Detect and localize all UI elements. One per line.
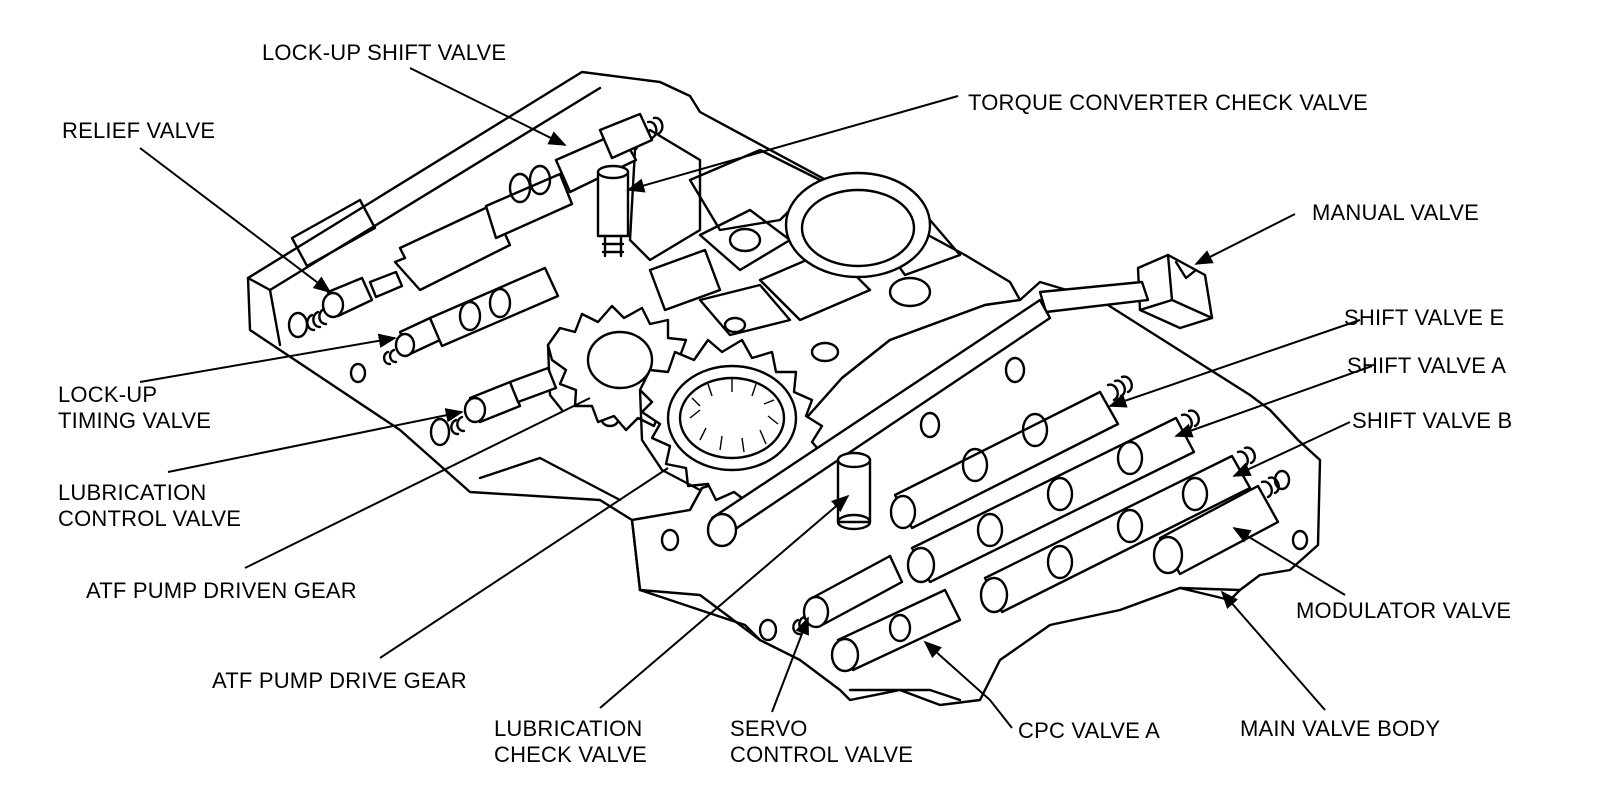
leader-lock-up-timing-valve <box>139 333 397 383</box>
leader-lubrication-control-valve <box>167 408 464 473</box>
label-line: CHECK VALVE <box>494 742 647 767</box>
lock-up-timing-valve <box>382 266 560 366</box>
label-line: RELIEF VALVE <box>62 118 216 143</box>
leader-manual-valve <box>1194 213 1296 265</box>
label-shift-valve-b: SHIFT VALVE B <box>1352 408 1512 434</box>
lubrication-check-valve <box>836 451 872 531</box>
label-line: TORQUE CONVERTER CHECK VALVE <box>968 90 1369 115</box>
label-line: LOCK-UP <box>58 382 158 407</box>
leader-lines <box>139 67 1373 729</box>
label-cpc-valve-a: CPC VALVE A <box>1018 718 1160 744</box>
leader-atf-pump-driven-gear <box>244 397 591 569</box>
label-manual-valve: MANUAL VALVE <box>1312 200 1479 226</box>
label-line: LUBRICATION <box>494 716 643 741</box>
label-line: MODULATOR VALVE <box>1296 598 1512 623</box>
label-line: ATF PUMP DRIVEN GEAR <box>86 578 357 603</box>
label-line: MAIN VALVE BODY <box>1240 716 1441 741</box>
leader-servo-control-valve <box>771 616 809 713</box>
leader-shift-valve-a <box>1174 365 1373 438</box>
label-line: MANUAL VALVE <box>1312 200 1480 225</box>
label-lock-up-timing-valve: LOCK-UP TIMING VALVE <box>58 382 211 434</box>
leader-lubrication-check-valve <box>599 494 850 709</box>
leader-relief-valve <box>139 147 332 294</box>
label-main-valve-body: MAIN VALVE BODY <box>1240 716 1440 742</box>
leader-torque-converter-check-valve <box>626 95 959 193</box>
label-line: ATF PUMP DRIVE GEAR <box>212 668 467 693</box>
label-line: CPC VALVE A <box>1018 718 1160 743</box>
shift-valve-e <box>889 375 1133 530</box>
lock-up-shift-valve-assembly <box>393 112 664 292</box>
label-line: CONTROL VALVE <box>58 506 242 531</box>
label-shift-valve-a: SHIFT VALVE A <box>1347 353 1506 379</box>
label-lock-up-shift-valve: LOCK-UP SHIFT VALVE <box>262 40 506 66</box>
label-torque-converter-check-valve: TORQUE CONVERTER CHECK VALVE <box>968 90 1368 116</box>
lubrication-control-valve <box>450 366 558 436</box>
torque-converter-check-valve <box>596 164 630 258</box>
label-lubrication-control-valve: LUBRICATION CONTROL VALVE <box>58 480 241 532</box>
shift-valve-b <box>979 446 1256 614</box>
relief-valve <box>306 270 404 332</box>
leader-shift-valve-e <box>1108 319 1361 408</box>
leader-main-valve-body <box>1220 590 1326 711</box>
modulator-valve <box>1152 476 1280 576</box>
label-shift-valve-e: SHIFT VALVE E <box>1344 305 1504 331</box>
leader-cpc-valve-a <box>923 640 1013 729</box>
leader-shift-valve-b <box>1232 421 1351 477</box>
label-line: LUBRICATION <box>58 480 207 505</box>
label-servo-control-valve: SERVO CONTROL VALVE <box>730 716 913 768</box>
label-relief-valve: RELIEF VALVE <box>62 118 215 144</box>
label-modulator-valve: MODULATOR VALVE <box>1296 598 1511 624</box>
shift-valve-a <box>906 409 1200 584</box>
manual-valve <box>706 253 1214 548</box>
cpc-valve-a <box>830 588 962 673</box>
label-lubrication-check-valve: LUBRICATION CHECK VALVE <box>494 716 647 768</box>
label-line: SHIFT VALVE E <box>1344 305 1505 330</box>
label-line: CONTROL VALVE <box>730 742 914 767</box>
label-line: LOCK-UP SHIFT VALVE <box>262 40 507 65</box>
leader-atf-pump-drive-gear <box>379 467 669 659</box>
upper-valve-body <box>246 70 1022 522</box>
label-line: SHIFT VALVE A <box>1347 353 1507 378</box>
leader-modulator-valve <box>1232 527 1346 596</box>
label-line: SHIFT VALVE B <box>1352 408 1513 433</box>
label-line: SERVO <box>730 716 808 741</box>
label-atf-pump-driven-gear: ATF PUMP DRIVEN GEAR <box>86 578 357 604</box>
leader-lock-up-shift-valve <box>409 67 567 146</box>
atf-pump-drive-gear <box>638 338 826 506</box>
label-line: TIMING VALVE <box>58 408 212 433</box>
label-atf-pump-drive-gear: ATF PUMP DRIVE GEAR <box>212 668 467 694</box>
